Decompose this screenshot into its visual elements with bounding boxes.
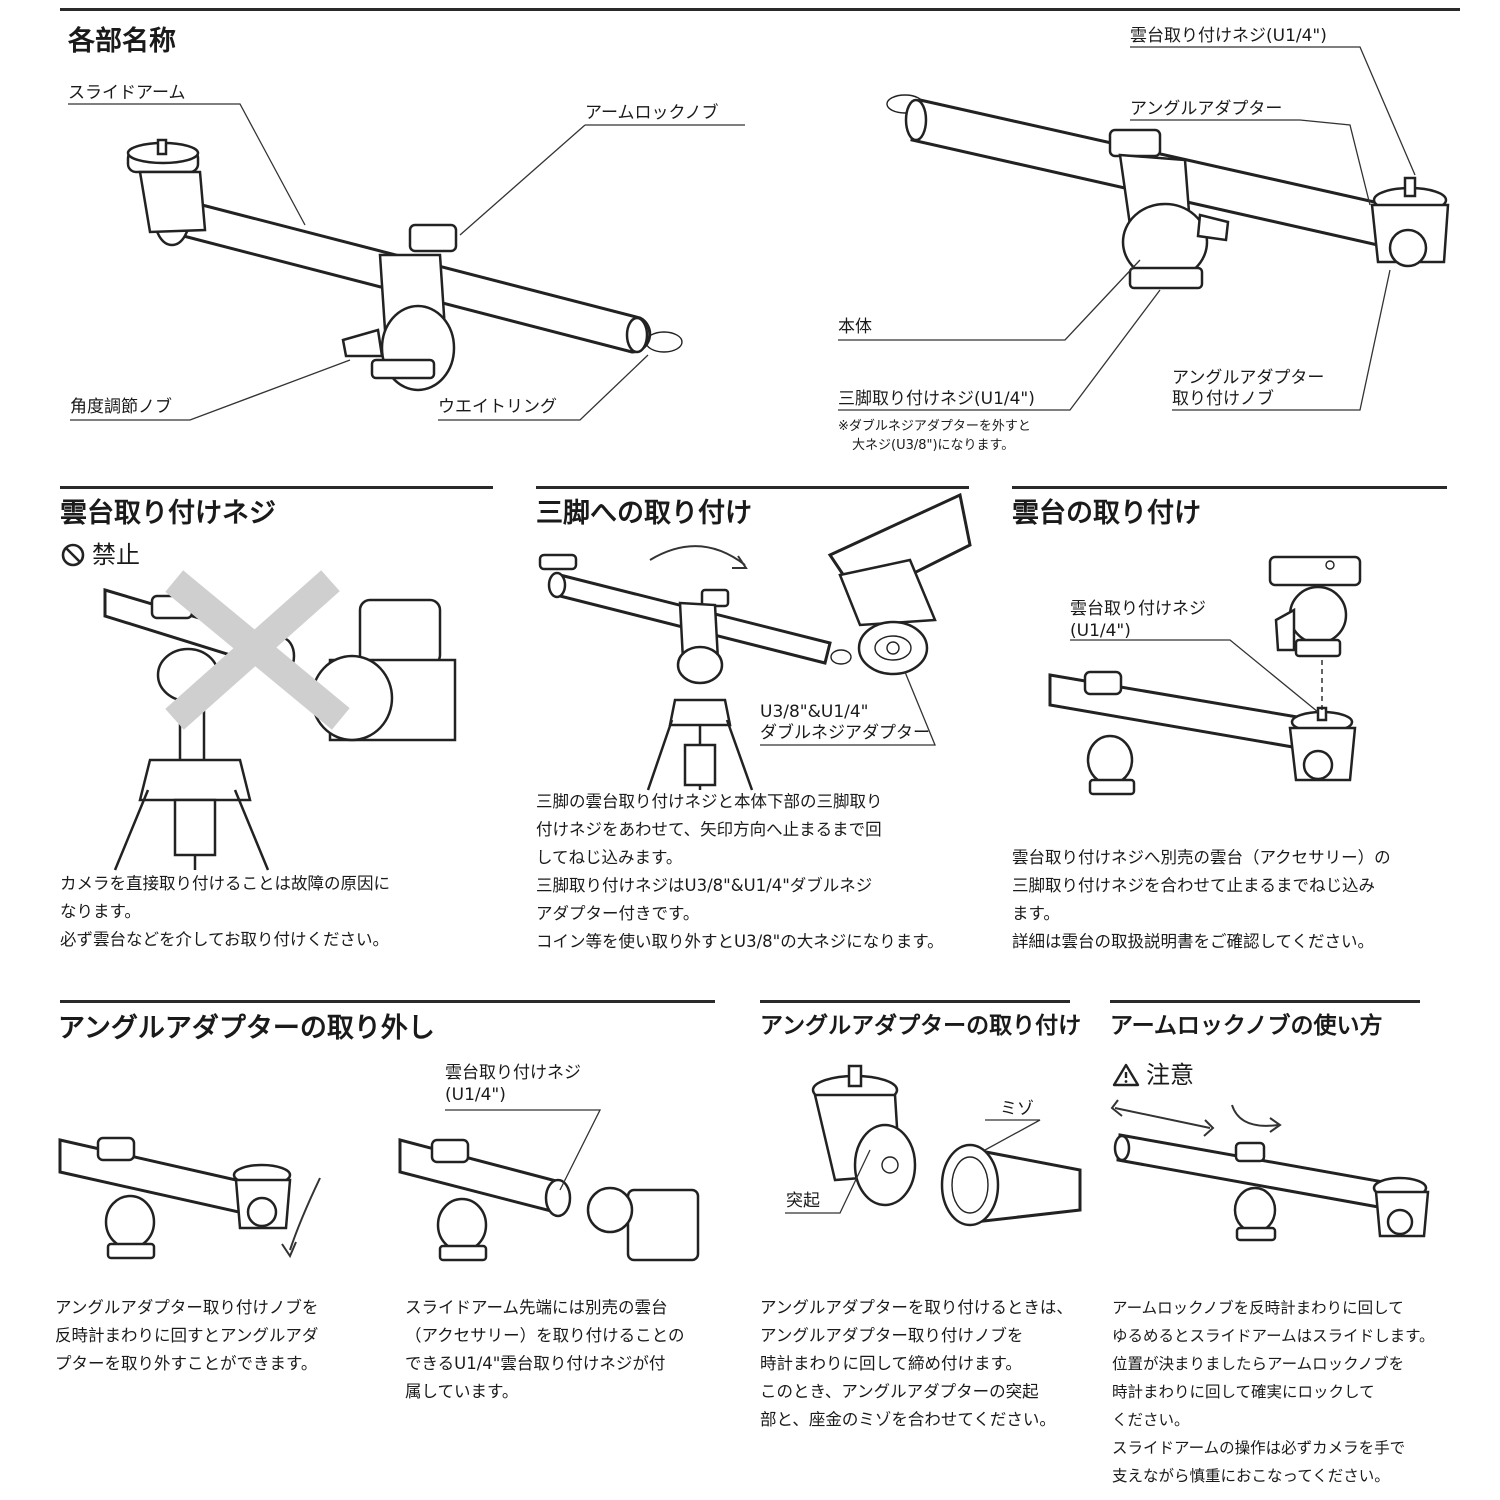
caution-badge: 注意 xyxy=(1112,1062,1194,1088)
rule-head xyxy=(1012,486,1447,489)
label-angle-adapter: アングルアダプター xyxy=(1130,99,1283,119)
head-attach-illustration xyxy=(1048,555,1362,796)
prohibited-icon xyxy=(61,543,85,567)
attach-title: アングルアダプターの取り付け xyxy=(760,1013,1082,1039)
rule-attach xyxy=(760,1000,1070,1003)
prohibited-label: 禁止 xyxy=(92,541,140,569)
head-text: 雲台取り付けネジへ別売の雲台（アクセサリー）の 三脚取り付けネジを合わせて止まる… xyxy=(1012,848,1391,951)
rule-tripod xyxy=(536,486,969,489)
label-double-screw-adapter: U3/8"&U1/4" ダブルネジアダプター xyxy=(760,702,930,743)
leader-lines xyxy=(68,46,1416,1214)
label-slide-arm: スライドアーム xyxy=(68,83,186,103)
label-weight-ring: ウエイトリング xyxy=(438,397,557,417)
label-adapter-knob: アングルアダプター 取り付けノブ xyxy=(1172,368,1325,409)
rule-head-screw xyxy=(60,486,493,489)
head-screw-text: カメラを直接取り付けることは故障の原因に なります。 必ず雲台などを介してお取り… xyxy=(60,874,390,949)
label-body: 本体 xyxy=(838,317,872,337)
slide-arm-illustration-right xyxy=(886,94,1450,290)
lock-text: アームロックノブを反時計まわりに回して ゆるめるとスライドアームはスライドします… xyxy=(1112,1299,1435,1485)
adapter-remove-illustrations xyxy=(58,1136,700,1262)
tripod-text: 三脚の雲台取り付けネジと本体下部の三脚取り 付けネジをあわせて、矢印方向へ止まる… xyxy=(536,792,944,951)
remove-title: アングルアダプターの取り外し xyxy=(58,1013,435,1044)
parts-title: 各部名称 xyxy=(68,26,176,57)
label-head-screw-2: 雲台取り付けネジ (U1/4") xyxy=(1070,599,1206,641)
arm-lock-illustration xyxy=(1110,1099,1430,1242)
lock-title: アームロックノブの使い方 xyxy=(1110,1013,1383,1039)
top-rule xyxy=(60,8,1460,11)
tripod-title: 三脚への取り付け xyxy=(536,498,752,529)
tripod-screw-note: ※ダブルネジアダプターを外すと 大ネジ(U3/8")になります。 xyxy=(838,419,1031,453)
prohibited-badge: 禁止 xyxy=(60,542,140,568)
caution-label: 注意 xyxy=(1146,1061,1194,1089)
tripod-attach-illustration xyxy=(538,492,972,791)
rule-lock xyxy=(1110,1000,1420,1003)
label-arm-lock-knob: アームロックノブ xyxy=(585,103,719,123)
label-protrusion: 突起 xyxy=(786,1191,820,1211)
remove-text-left: アングルアダプター取り付けノブを 反時計まわりに回すとアングルアダ プターを取り… xyxy=(55,1298,319,1373)
label-head-screw: 雲台取り付けネジ(U1/4") xyxy=(1130,26,1327,46)
label-head-screw-3: 雲台取り付けネジ (U1/4") xyxy=(445,1063,581,1105)
rule-remove xyxy=(60,1000,715,1003)
label-angle-knob: 角度調節ノブ xyxy=(70,397,172,417)
warning-icon xyxy=(1112,1063,1140,1087)
head-screw-title: 雲台取り付けネジ xyxy=(60,498,276,529)
remove-text-right: スライドアーム先端には別売の雲台 （アクセサリー）を取り付けることの できるU1… xyxy=(405,1298,685,1401)
slide-arm-illustration-left xyxy=(126,138,683,392)
head-title: 雲台の取り付け xyxy=(1012,498,1201,529)
label-tripod-screw: 三脚取り付けネジ(U1/4") xyxy=(838,389,1035,409)
attach-text: アングルアダプターを取り付けるときは、 アングルアダプター取り付けノブを 時計ま… xyxy=(760,1298,1073,1429)
label-groove: ミゾ xyxy=(1000,1099,1034,1119)
adapter-attach-illustration xyxy=(811,1064,1082,1227)
camera-prohibited-illustration xyxy=(103,570,457,871)
